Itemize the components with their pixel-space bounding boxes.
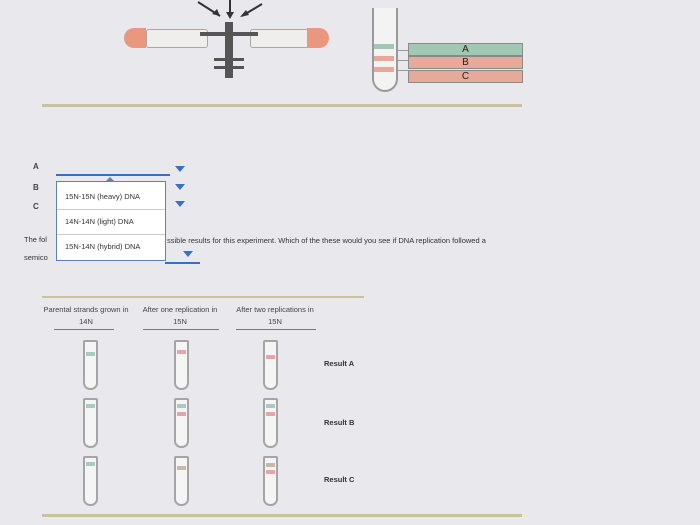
dropdown-d-arrow-icon[interactable] — [183, 251, 193, 257]
column-header-one-replication: After one replication in 15N — [142, 305, 218, 326]
tube-c-one — [174, 456, 189, 506]
divider-bottom — [42, 514, 522, 517]
tube-c-two — [263, 456, 278, 506]
option-heavy-dna[interactable]: 15N-15N (heavy) DNA — [65, 192, 141, 201]
option-divider-2 — [57, 234, 165, 235]
question-text: ssible results for this experiment. Whic… — [167, 236, 486, 245]
right-tube-cap — [307, 28, 329, 48]
row-letter-c: C — [33, 202, 39, 211]
option-light-dna[interactable]: 14N-14N (light) DNA — [65, 217, 134, 226]
connector-c — [396, 70, 408, 71]
tube-c-parental — [83, 456, 98, 506]
result-c-label: Result C — [324, 475, 355, 484]
spin-arrows-icon — [197, 0, 263, 19]
rotor-base — [214, 58, 244, 61]
tube-band-b — [374, 56, 394, 61]
tube-a-one — [174, 340, 189, 390]
left-tube-cap — [124, 28, 146, 48]
rotor-base-lower — [214, 66, 244, 69]
row-letter-a: A — [33, 162, 39, 171]
rotor-shaft — [225, 22, 233, 78]
tube-a-two — [263, 340, 278, 390]
tube-band-c — [374, 67, 394, 72]
band-label-c: C — [408, 70, 523, 83]
left-tube — [146, 29, 208, 48]
right-tube — [250, 29, 310, 48]
tube-a-parental — [83, 340, 98, 390]
answer-blank[interactable] — [165, 262, 200, 264]
tube-b-parental — [83, 398, 98, 448]
question-prefix: The fol — [24, 235, 47, 244]
connector-a — [396, 50, 408, 51]
band-label-b: B — [408, 56, 523, 69]
dropdown-a-line[interactable] — [56, 174, 170, 176]
tube-band-a — [374, 44, 394, 49]
connector-b — [396, 60, 408, 61]
dropdown-pointer-icon — [105, 177, 115, 182]
dropdown-b-arrow-icon[interactable] — [175, 184, 185, 190]
dropdown-c-arrow-icon[interactable] — [175, 201, 185, 207]
result-b-label: Result B — [324, 418, 355, 427]
tube-b-two — [263, 398, 278, 448]
question-second-line: semico — [24, 253, 48, 262]
dropdown-a-arrow-icon[interactable] — [175, 166, 185, 172]
header-underline-1 — [54, 329, 114, 330]
tube-b-one — [174, 398, 189, 448]
band-label-a: A — [408, 43, 523, 56]
dropdown-list[interactable]: 15N-15N (heavy) DNA 14N-14N (light) DNA … — [56, 177, 166, 261]
column-header-two-replications: After two replications in 15N — [236, 305, 314, 326]
header-underline-2 — [143, 329, 219, 330]
divider-table-top — [42, 296, 364, 298]
gradient-tube — [372, 8, 398, 92]
option-divider-1 — [57, 209, 165, 210]
header-underline-3 — [236, 329, 316, 330]
column-header-parental: Parental strands grown in 14N — [43, 305, 129, 326]
row-letter-b: B — [33, 183, 39, 192]
divider-top — [42, 104, 522, 107]
result-a-label: Result A — [324, 359, 355, 368]
option-hybrid-dna[interactable]: 15N-14N (hybrid) DNA — [65, 242, 141, 251]
